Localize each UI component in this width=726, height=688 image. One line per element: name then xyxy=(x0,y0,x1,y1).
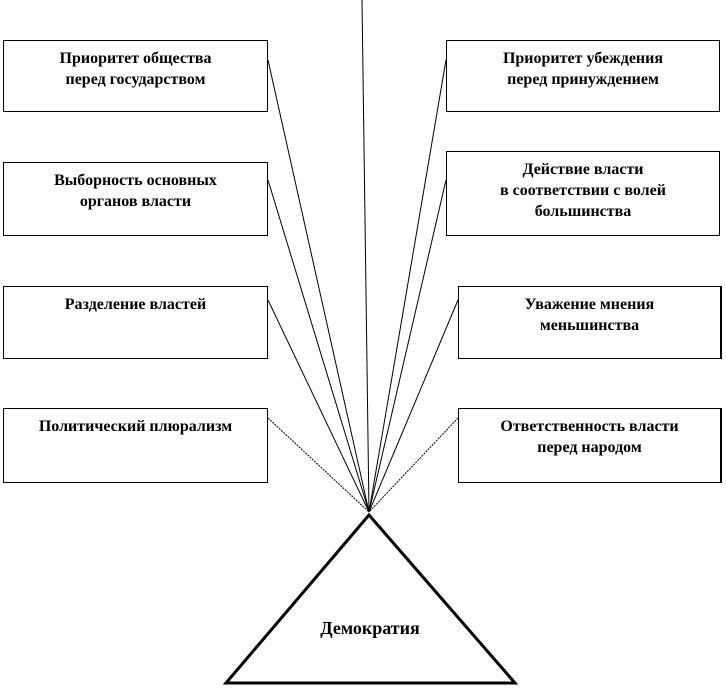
principle-box-separation-of-powers: Разделение властей xyxy=(3,286,268,359)
principle-line: перед принуждением xyxy=(507,71,659,88)
principle-box-elections: Выборность основных органов власти xyxy=(3,162,268,236)
principle-line: Ответственность власти xyxy=(500,418,679,435)
principle-line: Выборность основных xyxy=(54,172,217,189)
principle-box-minority-respect: Уважение мнения меньшинства xyxy=(458,286,722,359)
connector-line-r2 xyxy=(368,179,447,513)
connector-line-r3 xyxy=(368,299,459,513)
connector-line-l4 xyxy=(267,417,370,513)
principle-box-majority-will: Действие власти в соответствии с волей б… xyxy=(446,151,720,236)
principle-line: органов власти xyxy=(79,193,192,210)
principle-line: большинства xyxy=(534,203,632,220)
democracy-triangle xyxy=(222,512,519,685)
principle-line: перед народом xyxy=(537,439,642,456)
principle-line: меньшинства xyxy=(539,317,640,334)
principle-box-accountability: Ответственность власти перед народом xyxy=(458,408,722,483)
top-vertical-line xyxy=(361,0,370,513)
principle-line: Приоритет убеждения xyxy=(502,50,664,67)
connector-line-l3 xyxy=(267,299,370,513)
principle-line: перед государством xyxy=(65,71,206,88)
principle-line: Действие власти xyxy=(522,161,644,178)
principle-box-pluralism: Политический плюрализм xyxy=(3,408,268,483)
principle-box-society-priority: Приоритет общества перед государством xyxy=(3,40,268,112)
principle-line: Уважение мнения xyxy=(524,296,655,313)
connector-line-r1 xyxy=(368,59,447,513)
principle-box-persuasion-priority: Приоритет убеждения перед принуждением xyxy=(446,40,720,112)
connector-line-l1 xyxy=(267,59,370,513)
principle-line: в соответствии с волей xyxy=(500,182,666,199)
democracy-label: Демократия xyxy=(320,618,420,638)
principle-line: Политический плюрализм xyxy=(38,418,233,435)
principle-line: Разделение властей xyxy=(64,296,207,313)
principle-line: Приоритет общества xyxy=(59,50,212,67)
connector-line-r4 xyxy=(368,417,459,513)
connector-line-l2 xyxy=(267,179,370,513)
